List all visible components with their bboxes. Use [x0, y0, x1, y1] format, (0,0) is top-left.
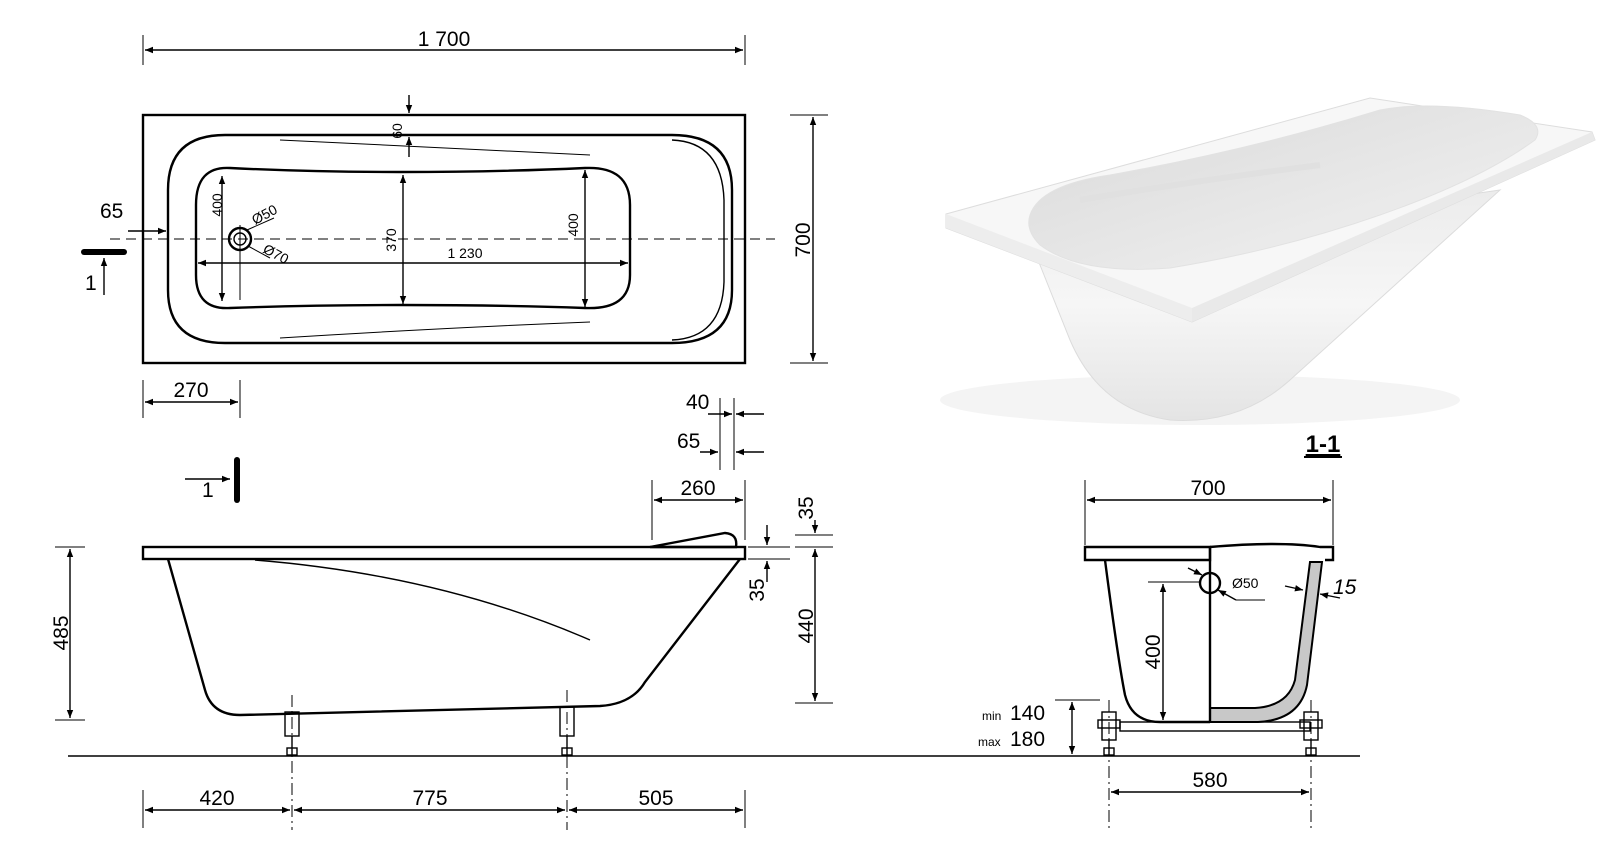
section-view: 1-1 700 Ø50 15 400	[978, 431, 1357, 830]
section-width-label: 700	[1190, 477, 1225, 500]
svg-text:1: 1	[85, 272, 97, 295]
tub-bowl-outline	[166, 133, 734, 345]
leg-max-value: 180	[1010, 728, 1045, 751]
section-leg-spacing-label: 580	[1192, 769, 1227, 792]
headrest	[649, 531, 738, 549]
leg-offset-right-label: 505	[638, 787, 673, 810]
side-view: 1 40 65 260	[50, 391, 1360, 830]
rim-thickness-bottom-label: 35	[746, 578, 769, 601]
drain-offset-label: 270	[173, 379, 208, 402]
dim-65-label: 65	[677, 430, 700, 453]
section-title: 1-1	[1306, 431, 1341, 458]
dim-40-label: 40	[686, 391, 709, 414]
side-tub-body	[166, 558, 741, 717]
leg-max-label: max	[978, 735, 1001, 749]
section-marker-side: 1	[185, 457, 240, 503]
inner-depth-label: 400	[1142, 634, 1165, 669]
inner-width-right-label: 400	[565, 213, 581, 237]
inner-width-mid-label: 370	[383, 228, 399, 252]
bathtub-photo	[940, 97, 1596, 425]
rim-left-label: 65	[100, 200, 123, 223]
leg-spacing-label: 775	[412, 787, 447, 810]
section-marker-top: 1	[81, 249, 127, 295]
leg-min-label: min	[982, 709, 1001, 723]
leg-offset-left-label: 420	[199, 787, 234, 810]
total-height-label: 485	[50, 615, 73, 650]
rim-top-label: 60	[389, 123, 405, 139]
inner-length-label: 1 230	[447, 245, 482, 261]
svg-text:1: 1	[202, 479, 214, 502]
drain-diameter-label: Ø50	[249, 201, 280, 228]
tub-depth-label: 440	[795, 608, 818, 643]
overall-width-label: 700	[792, 222, 815, 257]
headrest-length-label: 260	[680, 477, 715, 500]
side-rim	[141, 545, 747, 561]
leg-min-value: 140	[1010, 702, 1045, 725]
tub-basin-outline	[194, 166, 632, 310]
rim-thickness-top-label: 35	[795, 496, 818, 519]
top-view: 1 700 60 65 1 Ø50 Ø70	[81, 28, 828, 418]
wall-thickness-label: 15	[1333, 576, 1357, 599]
section-left-wall	[1103, 559, 1210, 724]
outlet-diameter-label: Ø50	[1232, 575, 1259, 591]
overall-length-label: 1 700	[418, 28, 471, 51]
inner-width-left-label: 400	[209, 193, 225, 217]
